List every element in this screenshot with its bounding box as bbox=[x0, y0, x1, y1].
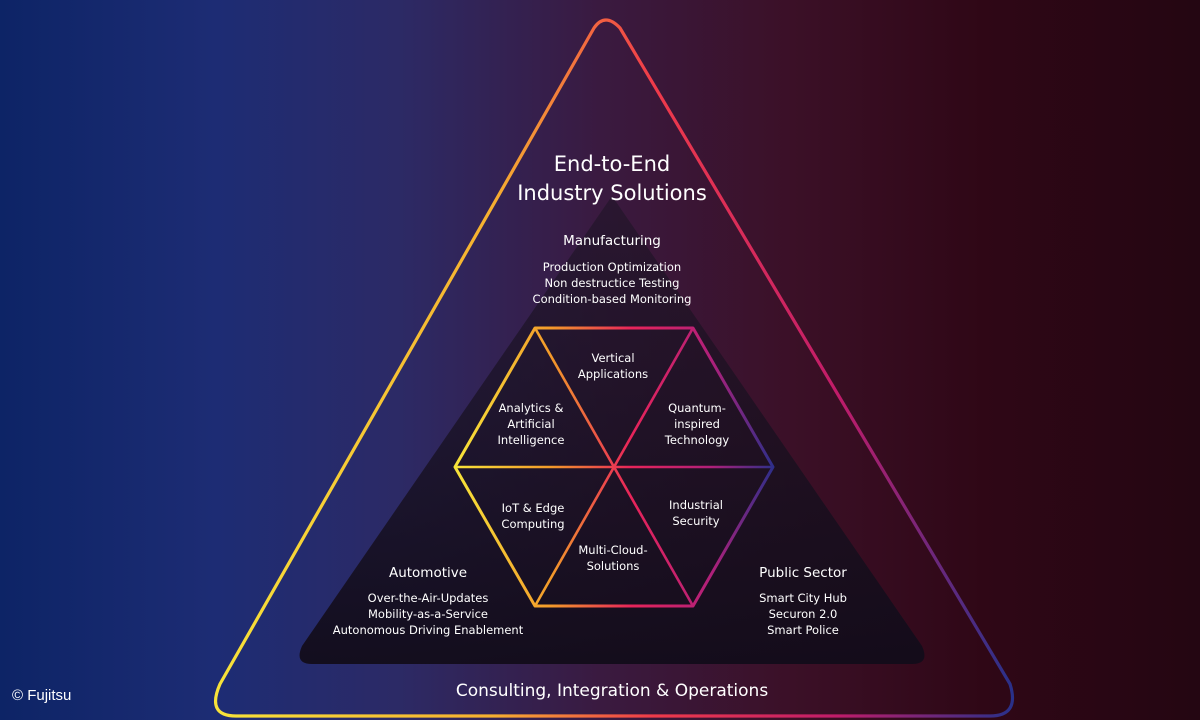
manufacturing-item: Condition-based Monitoring bbox=[532, 292, 692, 306]
segment-iot-edge-computing: IoT & Edge Computing bbox=[501, 501, 565, 531]
public-sector-item: Smart Police bbox=[767, 623, 839, 637]
manufacturing-item: Production Optimization bbox=[542, 260, 682, 274]
segment-analytics-ai: Analytics & Artificial Intelligence bbox=[497, 401, 565, 447]
automotive-heading: Automotive bbox=[388, 565, 468, 581]
segment-industrial-security: Industrial Security bbox=[669, 498, 723, 528]
public-sector-section: Public Sector Smart City Hub Securon 2.0… bbox=[759, 565, 847, 638]
public-sector-item: Smart City Hub bbox=[759, 591, 847, 605]
segment-vertical-applications: Vertical Applications bbox=[577, 351, 649, 381]
public-sector-heading: Public Sector bbox=[759, 565, 847, 581]
diagram-title: End-to-End Industry Solutions bbox=[517, 150, 707, 208]
automotive-section: Automotive Over-the-Air-Updates Mobility… bbox=[333, 565, 523, 638]
outer-triangle-outline bbox=[214, 18, 1015, 718]
segment-quantum-inspired-technology: Quantum- inspired Technology bbox=[664, 401, 730, 447]
inner-dark-panel bbox=[299, 196, 925, 664]
automotive-item: Over-the-Air-Updates bbox=[367, 591, 489, 605]
title-line-1: End-to-End bbox=[553, 152, 671, 176]
automotive-item: Mobility-as-a-Service bbox=[368, 607, 488, 621]
manufacturing-heading: Manufacturing bbox=[563, 233, 661, 249]
title-line-2: Industry Solutions bbox=[517, 181, 707, 205]
base-label: Consulting, Integration & Operations bbox=[455, 681, 769, 701]
segment-multi-cloud-solutions: Multi-Cloud- Solutions bbox=[578, 543, 648, 573]
public-sector-item: Securon 2.0 bbox=[768, 607, 838, 621]
capability-hexagon bbox=[453, 326, 775, 608]
manufacturing-item: Non destructice Testing bbox=[544, 276, 680, 290]
manufacturing-section: Manufacturing Production Optimization No… bbox=[533, 233, 692, 307]
automotive-item: Autonomous Driving Enablement bbox=[332, 623, 524, 637]
copyright-text: © Fujitsu bbox=[12, 687, 72, 704]
